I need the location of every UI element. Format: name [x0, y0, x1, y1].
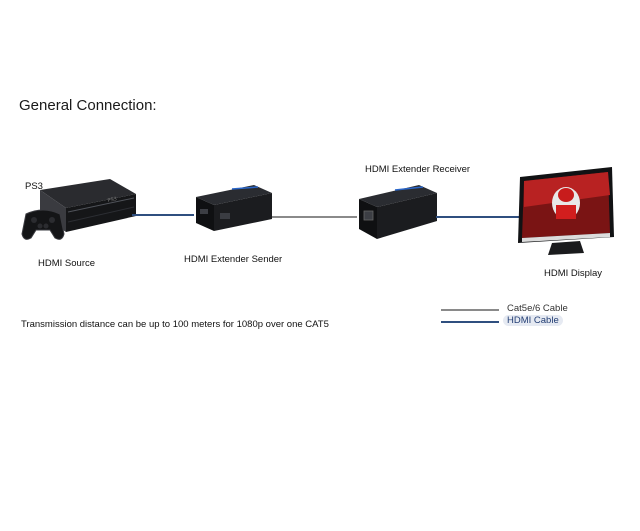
legend-cat-swatch — [441, 309, 499, 311]
cat-cable-sender-to-receiver — [272, 216, 357, 218]
legend-cat-label: Cat5e/6 Cable — [507, 303, 568, 314]
page-title: General Connection: — [19, 97, 157, 114]
display-label: HDMI Display — [544, 268, 603, 279]
legend-hdmi-label: HDMI Cable — [503, 315, 563, 326]
legend-hdmi-swatch — [441, 321, 499, 323]
hdmi-cable-source-to-sender — [132, 214, 194, 216]
ps3-label: PS3 — [25, 181, 43, 192]
transmission-note: Transmission distance can be up to 100 m… — [21, 319, 329, 330]
svg-text:PS3: PS3 — [107, 196, 117, 204]
extender-receiver-icon — [355, 181, 439, 243]
gamepad-icon — [20, 204, 66, 244]
sender-label: HDMI Extender Sender — [184, 254, 283, 265]
hdmi-source-label: HDMI Source — [38, 258, 96, 269]
extender-sender-icon — [192, 183, 274, 235]
hdmi-cable-receiver-to-display — [436, 216, 520, 218]
receiver-label: HDMI Extender Receiver — [365, 164, 471, 175]
tv-display-icon — [516, 165, 616, 257]
